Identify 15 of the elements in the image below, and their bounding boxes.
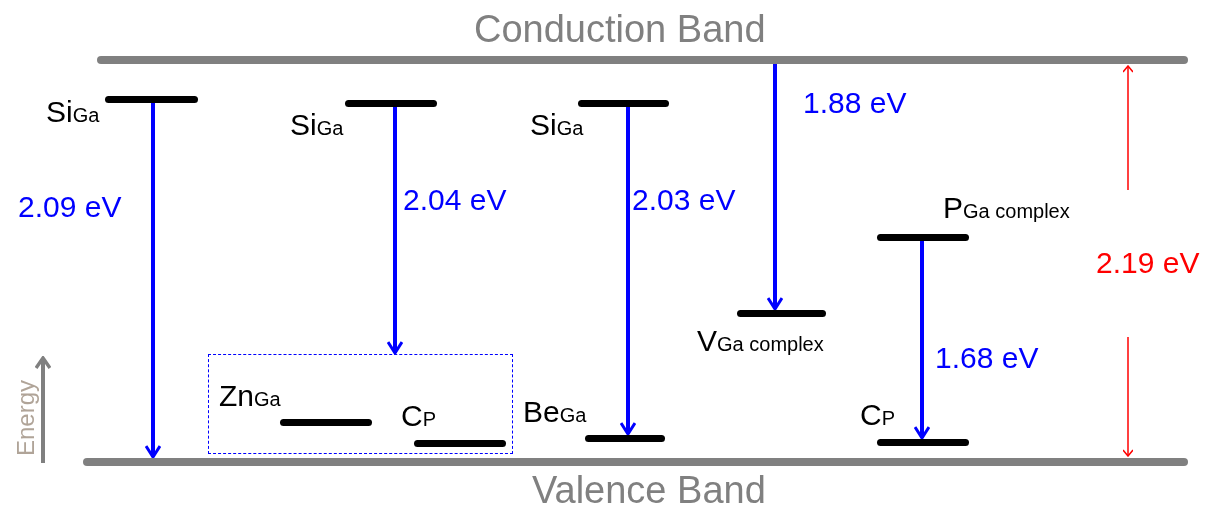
edge-label: 2.03 eV bbox=[632, 185, 736, 215]
band-label: Conduction Band bbox=[474, 10, 766, 48]
edge-label: 1.88 eV bbox=[803, 88, 907, 118]
transition-arrow bbox=[144, 103, 162, 459]
transition-arrow bbox=[766, 64, 784, 311]
axis-label: Energy bbox=[14, 380, 38, 456]
dashed-group-box bbox=[208, 354, 513, 454]
transition-arrow bbox=[386, 107, 404, 355]
dimension-label: 2.19 eV bbox=[1096, 248, 1200, 278]
edge-label: 2.09 eV bbox=[18, 192, 122, 222]
transition-arrow bbox=[913, 241, 931, 440]
edge-label: 1.68 eV bbox=[935, 343, 1039, 373]
edge-label: 2.04 eV bbox=[403, 185, 507, 215]
transition-arrow bbox=[619, 107, 637, 436]
band-label: Valence Band bbox=[532, 471, 766, 509]
